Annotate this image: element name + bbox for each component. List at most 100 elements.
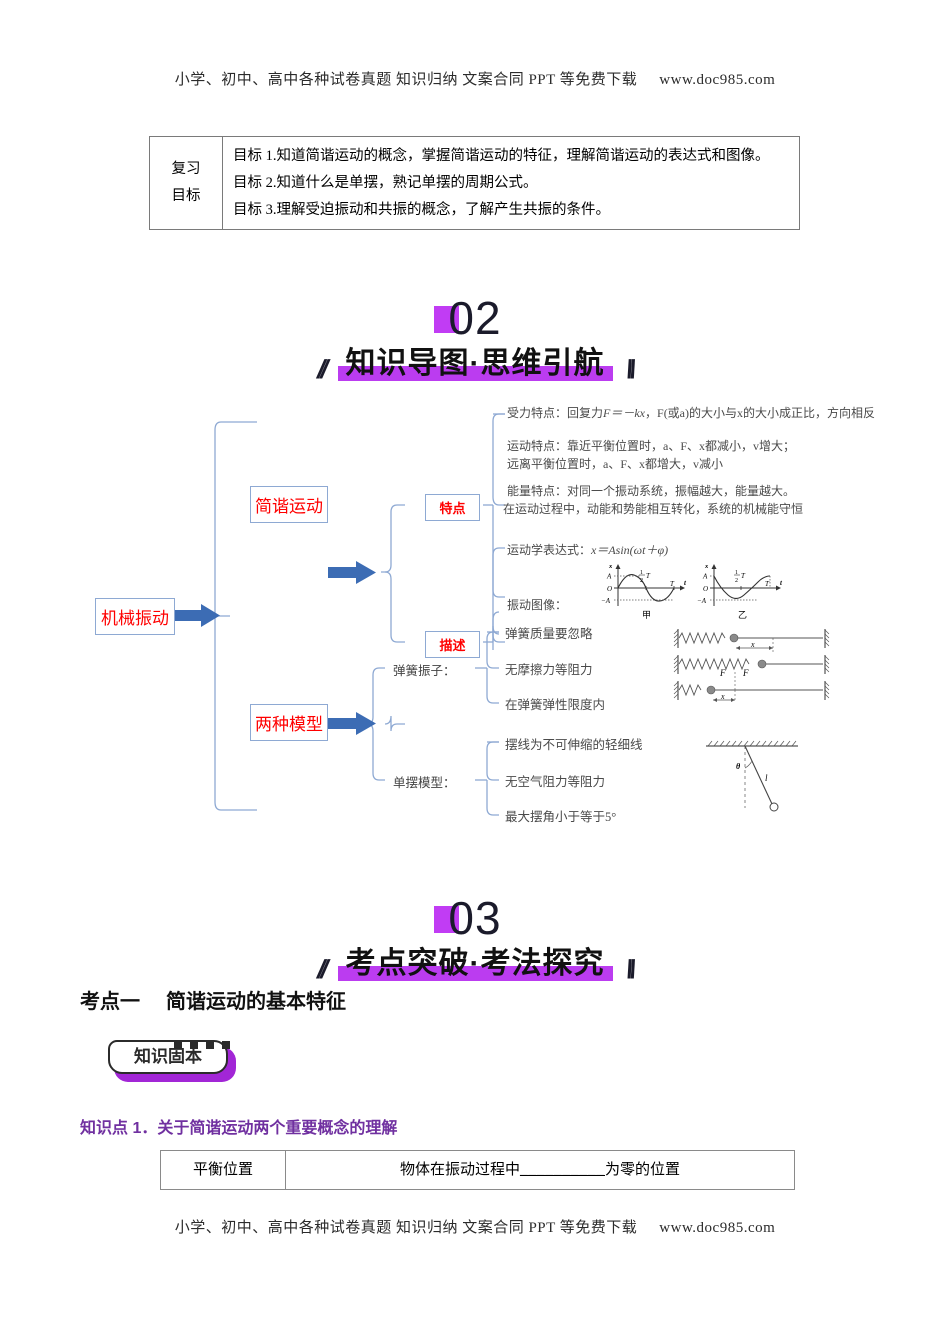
- kinematic-expression: 运动学表达式：x＝Asin(ωt＋φ): [507, 541, 668, 559]
- spring-oscillator-figure: x: [673, 629, 830, 702]
- banner-03-number-block: [434, 906, 460, 933]
- mindmap-node-description[interactable]: 描述: [425, 631, 480, 658]
- mindmap-node-branch1[interactable]: 简谐运动: [250, 486, 328, 523]
- pendulum-figure: θ l: [706, 740, 798, 812]
- objective-item: 目标 3.理解受迫振动和共振的概念，了解产生共振的条件。: [233, 201, 610, 218]
- concept-text-after: 为零的位置: [605, 1162, 681, 1178]
- banner-03-slash-right: \\: [621, 954, 636, 984]
- feature-motion-line2: 远离平衡位置时，a、F、x都增大，v减小: [507, 457, 724, 471]
- exam-point-prefix: 考点一: [80, 991, 140, 1013]
- svg-text:T: T: [765, 580, 770, 588]
- svg-text:F: F: [719, 668, 726, 678]
- vibration-graph-figure: x A O −A 1 2 T T t 甲: [601, 563, 783, 620]
- svg-text:乙: 乙: [738, 610, 747, 620]
- feature-force-prefix: 受力特点：回复力: [507, 406, 604, 420]
- concept-term-cell: 平衡位置: [160, 1150, 286, 1190]
- exam-point-title: 简谐运动的基本特征: [166, 991, 346, 1013]
- svg-text:x: x: [704, 563, 709, 570]
- mindmap-node-branch2[interactable]: 两种模型: [250, 704, 328, 741]
- feature-energy-line1: 能量特点：对同一个振动系统，振幅越大，能量越大。: [507, 484, 796, 498]
- svg-text:t: t: [780, 579, 783, 587]
- arrow-root: [175, 604, 220, 627]
- feature-motion-line1: 运动特点：靠近平衡位置时，a、F、x都减小，v增大；: [507, 439, 796, 453]
- badge-studs: [174, 1036, 234, 1054]
- objectives-table: 复习 目标 目标 1.知道简谐运动的概念，掌握简谐运动的特征，理解简谐运动的表达…: [149, 135, 800, 231]
- pendulum-item: 最大摆角小于等于5°: [505, 810, 617, 824]
- banner-02-title-row: // 知识导图·思维引航 \\: [0, 342, 950, 388]
- svg-text:A: A: [606, 573, 612, 581]
- spring-item: 无摩擦力等阻力: [505, 663, 593, 677]
- svg-text:2: 2: [735, 578, 738, 584]
- banner-03-title: 考点突破·考法探究: [345, 947, 605, 980]
- banner-02-highlight: [337, 366, 613, 381]
- banner-02-number: 02: [434, 295, 501, 341]
- banner-03-title-inner: 考点突破·考法探究: [337, 942, 613, 986]
- objective-item: 目标 1.知道简谐运动的概念，掌握简谐运动的特征，理解简谐运动的表达式和图像。: [233, 148, 770, 164]
- kinematic-expression-label: 运动学表达式：: [507, 543, 592, 557]
- feature-force-comma: ，: [645, 406, 658, 420]
- svg-text:O: O: [703, 585, 708, 593]
- label-spring-oscillator: 弹簧振子：: [393, 664, 456, 678]
- banner-02-slash-right: \\: [621, 354, 636, 384]
- svg-text:甲: 甲: [642, 610, 651, 620]
- svg-text:A: A: [702, 573, 708, 581]
- svg-text:θ: θ: [736, 762, 741, 771]
- banner-02-number-text: 02: [448, 292, 502, 344]
- label-pendulum-model: 单摆模型：: [393, 776, 456, 790]
- watermark-text: 小学、初中、高中各种试卷真题 知识归纳 文案合同 PPT 等免费下载: [174, 1220, 638, 1236]
- svg-text:O: O: [607, 585, 612, 593]
- banner-02-title-inner: 知识导图·思维引航: [337, 342, 613, 386]
- concept-text-before: 物体在振动过程中: [399, 1162, 520, 1178]
- arrow-branch1: [328, 561, 376, 584]
- banner-03-title-row: // 考点突破·考法探究 \\: [0, 942, 950, 988]
- objectives-label-line1: 复习: [171, 161, 201, 178]
- svg-text:t: t: [684, 579, 687, 587]
- svg-text:T: T: [646, 572, 651, 580]
- feature-force-tail: F(或a)的大小与x的大小成正比，方向相反: [657, 406, 876, 420]
- badge-stud: [206, 1041, 214, 1049]
- section-banner-03: 03 // 考点突破·考法探究 \\: [0, 895, 950, 988]
- banner-02-slash-left: //: [314, 354, 329, 384]
- svg-text:F: F: [742, 668, 749, 678]
- table-row: 复习 目标 目标 1.知道简谐运动的概念，掌握简谐运动的特征，理解简谐运动的表达…: [149, 135, 800, 231]
- badge-stud: [222, 1041, 230, 1049]
- mindmap-node-root[interactable]: 机械振动: [95, 598, 175, 635]
- concept-table: 平衡位置 物体在振动过程中__________为零的位置: [160, 1150, 795, 1190]
- spring-item: 在弹簧弹性限度内: [505, 698, 606, 712]
- svg-text:−A: −A: [601, 597, 611, 605]
- svg-text:x: x: [720, 692, 725, 701]
- exam-point-heading: 考点一 简谐运动的基本特征: [80, 985, 346, 1014]
- objectives-label-line2: 目标: [171, 188, 201, 205]
- svg-text:2: 2: [640, 578, 643, 584]
- concept-blank[interactable]: __________: [520, 1162, 605, 1178]
- mindmap-node-features[interactable]: 特点: [425, 494, 480, 521]
- feature-force-line: 受力特点：回复力F＝－kx，F(或a)的大小与x的大小成正比，方向相反: [507, 404, 875, 422]
- table-row: 平衡位置 物体在振动过程中__________为零的位置: [160, 1150, 795, 1190]
- knowledge-base-badge: 知识固本: [108, 1040, 236, 1082]
- section-banner-02: 02 // 知识导图·思维引航 \\: [0, 295, 950, 388]
- vibration-graph-label: 振动图像：: [507, 598, 568, 612]
- banner-03-slash-left: //: [314, 954, 329, 984]
- feature-energy-line2: 在运动过程中，动能和势能相互转化，系统的机械能守恒: [503, 502, 804, 516]
- mind-map: 机械振动 简谐运动 两种模型 特点 描述 受力特点：回复力F＝－kx，F(或a)…: [75, 398, 875, 868]
- mind-map-connectors: [175, 413, 505, 816]
- objective-item: 目标 2.知道什么是单摆，熟记单摆的周期公式。: [233, 174, 538, 191]
- pendulum-item: 无空气阻力等阻力: [505, 775, 606, 789]
- svg-text:x: x: [608, 563, 613, 570]
- banner-02-title: 知识导图·思维引航: [345, 347, 605, 380]
- banner-02-number-row: 02: [0, 295, 950, 341]
- svg-text:−A: −A: [697, 597, 707, 605]
- feature-force-equation: F＝－kx: [603, 406, 645, 420]
- kinematic-expression-formula: x＝Asin(ωt＋φ): [591, 543, 669, 557]
- watermark-url: www.doc985.com: [659, 72, 776, 88]
- svg-text:l: l: [765, 773, 768, 783]
- badge-label: 知识固本: [134, 1047, 202, 1066]
- svg-text:T: T: [670, 580, 675, 588]
- banner-03-number: 03: [434, 895, 501, 941]
- knowledge-point-heading: 知识点 1．关于简谐运动两个重要概念的理解: [80, 1120, 398, 1137]
- banner-02-number-block: [434, 306, 460, 333]
- svg-text:T: T: [741, 572, 746, 580]
- objectives-body-cell: 目标 1.知道简谐运动的概念，掌握简谐运动的特征，理解简谐运动的表达式和图像。 …: [222, 135, 800, 231]
